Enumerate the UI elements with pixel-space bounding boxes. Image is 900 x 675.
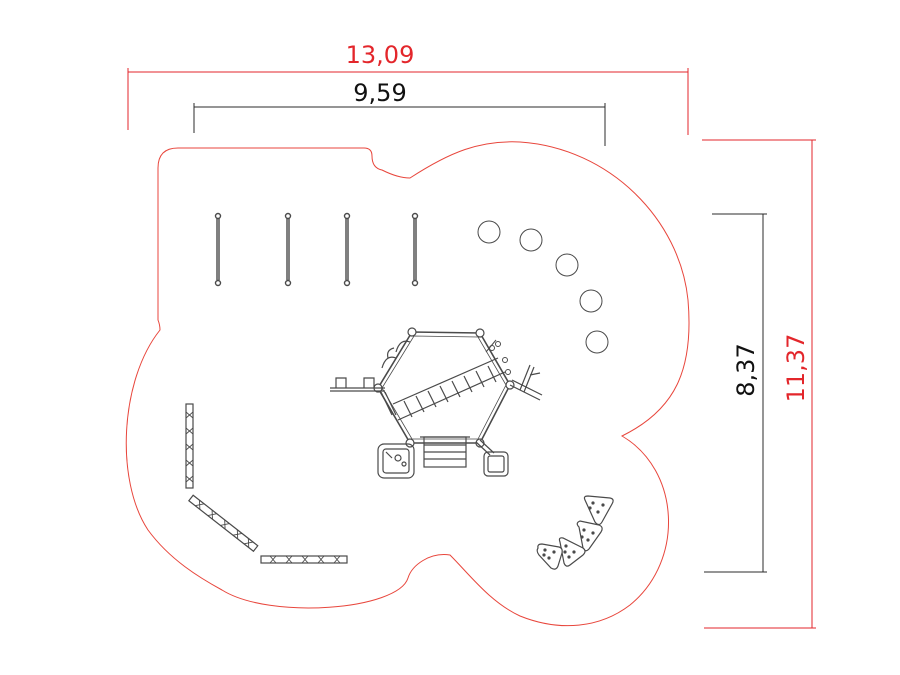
- beam-vertical: [185, 403, 194, 489]
- equipment-width-dimension: [193, 103, 606, 146]
- stump: [477, 220, 501, 244]
- stump: [579, 289, 603, 313]
- stone: [536, 543, 563, 570]
- equipment-depth-dimension: [704, 213, 767, 573]
- overall-width-dimension: [127, 68, 689, 135]
- stepping-stones: [536, 495, 614, 570]
- right-arm-structure: [509, 364, 543, 401]
- stump: [519, 228, 543, 252]
- pole: [284, 212, 292, 287]
- bottom-left-seat: [377, 443, 415, 479]
- stepping-stumps: [477, 220, 609, 354]
- overall-width-label: 13,09: [346, 41, 415, 69]
- bottom-bench: [420, 436, 470, 468]
- left-platform: [330, 377, 397, 416]
- stone: [583, 495, 614, 526]
- pole: [343, 212, 351, 287]
- stone: [558, 537, 586, 567]
- safety-zone-outline: [125, 141, 690, 627]
- equipment-width-label: 9,59: [353, 79, 406, 107]
- horizontal-ladder: [392, 357, 506, 421]
- bottom-right-seat: [475, 439, 509, 477]
- climbing-holds-left: [381, 340, 411, 369]
- stump: [585, 330, 609, 354]
- pole: [214, 212, 222, 287]
- climbing-poles: [214, 212, 419, 287]
- rings: [485, 339, 511, 375]
- overall-depth-label: 11,37: [782, 334, 810, 403]
- overall-depth-dimension: [702, 139, 816, 629]
- stump: [555, 253, 579, 277]
- central-climbing-frame: [330, 327, 543, 479]
- beam-diagonal: [188, 494, 259, 553]
- equipment-depth-label: 8,37: [732, 343, 760, 396]
- balance-beams: [185, 403, 348, 564]
- pole: [411, 212, 419, 287]
- beam-horizontal: [260, 555, 348, 564]
